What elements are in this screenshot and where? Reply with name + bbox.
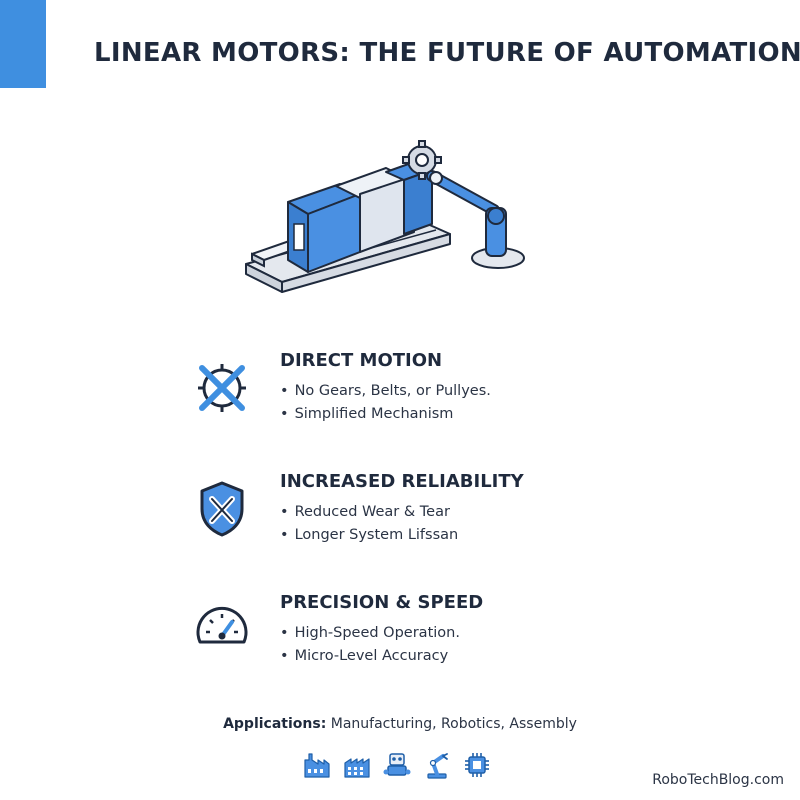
- feature-direct-motion: DIRECT MOTION No Gears, Belts, or Pullye…: [190, 350, 610, 445]
- chip-icon: [465, 753, 489, 777]
- feature-heading: PRECISION & SPEED: [280, 592, 484, 613]
- feature-bullet: Simplified Mechanism: [280, 403, 491, 426]
- factory-icon: [304, 753, 330, 778]
- feature-bullet: High-Speed Operation.: [280, 622, 460, 645]
- applications-items: Manufacturing, Robotics, Assembly: [326, 716, 577, 732]
- factory-building-icon: [344, 758, 370, 778]
- feature-precision-speed: PRECISION & SPEED High-Speed Operation. …: [190, 592, 610, 687]
- linear-motor-illustration: [245, 140, 525, 293]
- feature-bullet: No Gears, Belts, or Pullyes.: [280, 380, 491, 403]
- accent-bar: [0, 0, 46, 88]
- feature-heading: DIRECT MOTION: [280, 350, 443, 371]
- feature-heading: INCREASED RELIABILITY: [280, 471, 524, 492]
- application-icons: [302, 750, 502, 780]
- robot-arm-icon: [427, 753, 448, 779]
- feature-increased-reliability: INCREASED RELIABILITY Reduced Wear & Tea…: [190, 471, 610, 566]
- feature-bullet: Longer System Lifssan: [280, 524, 459, 547]
- applications-line: Applications: Manufacturing, Robotics, A…: [0, 716, 800, 732]
- robot-icon: [383, 753, 411, 776]
- page-title: LINEAR MOTORS: THE FUTURE OF AUTOMATION: [94, 38, 800, 68]
- feature-bullet: Micro-Level Accuracy: [280, 645, 460, 668]
- crossed-gear-icon: [198, 364, 246, 412]
- site-credit: RoboTechBlog.com: [652, 772, 784, 788]
- shield-wrench-icon: [200, 481, 244, 537]
- speedometer-icon: [196, 606, 248, 644]
- applications-label: Applications:: [223, 716, 327, 732]
- feature-bullet: Reduced Wear & Tear: [280, 501, 458, 524]
